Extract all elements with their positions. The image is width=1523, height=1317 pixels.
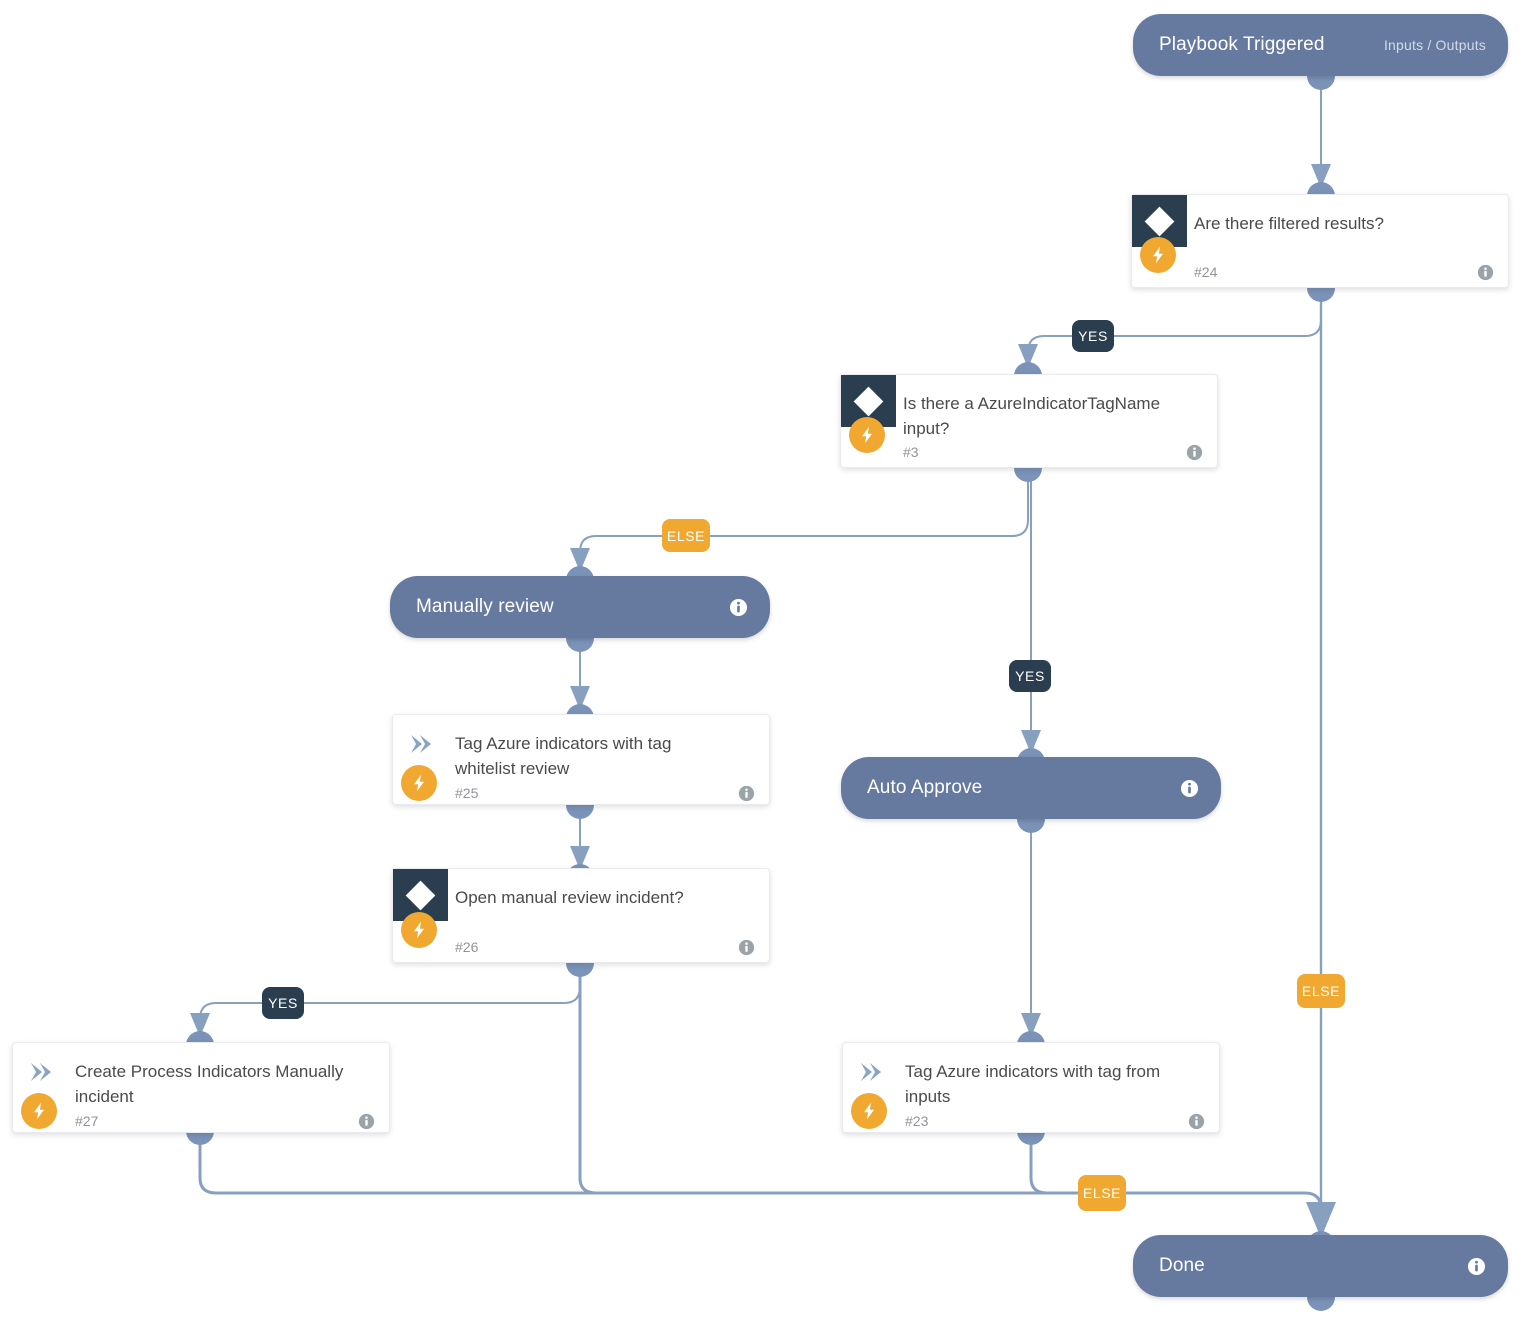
node-title: Tag Azure indicators with tag from input… — [905, 1062, 1161, 1106]
info-icon[interactable] — [1186, 444, 1203, 461]
node-tag-azure-indicators-whitelist-review[interactable]: Tag Azure indicators with tag whitelist … — [392, 714, 770, 805]
node-number: #27 — [75, 1113, 99, 1129]
info-icon[interactable] — [729, 598, 748, 617]
info-icon[interactable] — [1180, 779, 1199, 798]
lightning-bolt-icon — [1140, 237, 1176, 273]
node-manually-review[interactable]: Manually review — [390, 576, 770, 638]
node-create-process-indicators-manually-incident[interactable]: Create Process Indicators Manually incid… — [12, 1042, 390, 1133]
info-icon[interactable] — [1188, 1113, 1205, 1130]
edge-label-yes-open-manual-review[interactable]: YES — [262, 987, 304, 1019]
lightning-bolt-icon — [401, 912, 437, 948]
chevron-right-icon — [23, 1059, 57, 1085]
node-number: #24 — [1194, 264, 1218, 280]
diamond-icon — [1144, 206, 1175, 236]
chevron-right-icon — [853, 1059, 887, 1085]
info-icon[interactable] — [1467, 1257, 1486, 1276]
node-title: Done — [1159, 1254, 1205, 1276]
node-title: Manually review — [416, 595, 554, 617]
chevron-right-icon — [403, 731, 437, 757]
diamond-icon — [853, 386, 884, 416]
node-title: Auto Approve — [867, 776, 983, 798]
node-are-there-filtered-results[interactable]: Are there filtered results? #24 — [1131, 194, 1509, 288]
node-done[interactable]: Done — [1133, 1235, 1508, 1297]
node-title: Tag Azure indicators with tag whitelist … — [455, 734, 672, 778]
info-icon[interactable] — [738, 785, 755, 802]
edge-label-else-tagname-input[interactable]: ELSE — [662, 519, 710, 552]
node-auto-approve[interactable]: Auto Approve — [841, 757, 1221, 819]
node-number: #3 — [903, 444, 919, 460]
lightning-bolt-icon — [851, 1093, 887, 1129]
lightning-bolt-icon — [401, 765, 437, 801]
node-title: Playbook Triggered — [1159, 33, 1325, 55]
node-number: #26 — [455, 939, 479, 955]
info-icon[interactable] — [358, 1113, 375, 1130]
node-tag-azure-indicators-from-inputs[interactable]: Tag Azure indicators with tag from input… — [842, 1042, 1220, 1133]
edge-label-else-filtered-results[interactable]: ELSE — [1297, 974, 1345, 1008]
diamond-icon — [405, 880, 436, 910]
edge-label-yes-filtered-results[interactable]: YES — [1072, 320, 1114, 352]
node-title: Are there filtered results? — [1194, 214, 1384, 233]
node-subtitle-inputs-outputs[interactable]: Inputs / Outputs — [1383, 37, 1486, 53]
node-playbook-triggered[interactable]: Playbook Triggered Inputs / Outputs — [1133, 14, 1508, 76]
info-icon[interactable] — [738, 939, 755, 956]
node-title: Create Process Indicators Manually incid… — [75, 1062, 344, 1106]
lightning-bolt-icon — [849, 417, 885, 453]
node-open-manual-review-incident[interactable]: Open manual review incident? #26 — [392, 868, 770, 963]
node-title: Open manual review incident? — [455, 888, 684, 907]
edge-label-else-open-manual-review[interactable]: ELSE — [1078, 1175, 1126, 1211]
node-is-there-azureindicatortagname-input[interactable]: Is there a AzureIndicatorTagName input? … — [840, 374, 1218, 468]
info-icon[interactable] — [1477, 264, 1494, 281]
node-title: Is there a AzureIndicatorTagName input? — [903, 394, 1161, 438]
node-number: #25 — [455, 785, 479, 801]
node-number: #23 — [905, 1113, 929, 1129]
lightning-bolt-icon — [21, 1093, 57, 1129]
edge-label-yes-tagname-input[interactable]: YES — [1009, 660, 1051, 692]
